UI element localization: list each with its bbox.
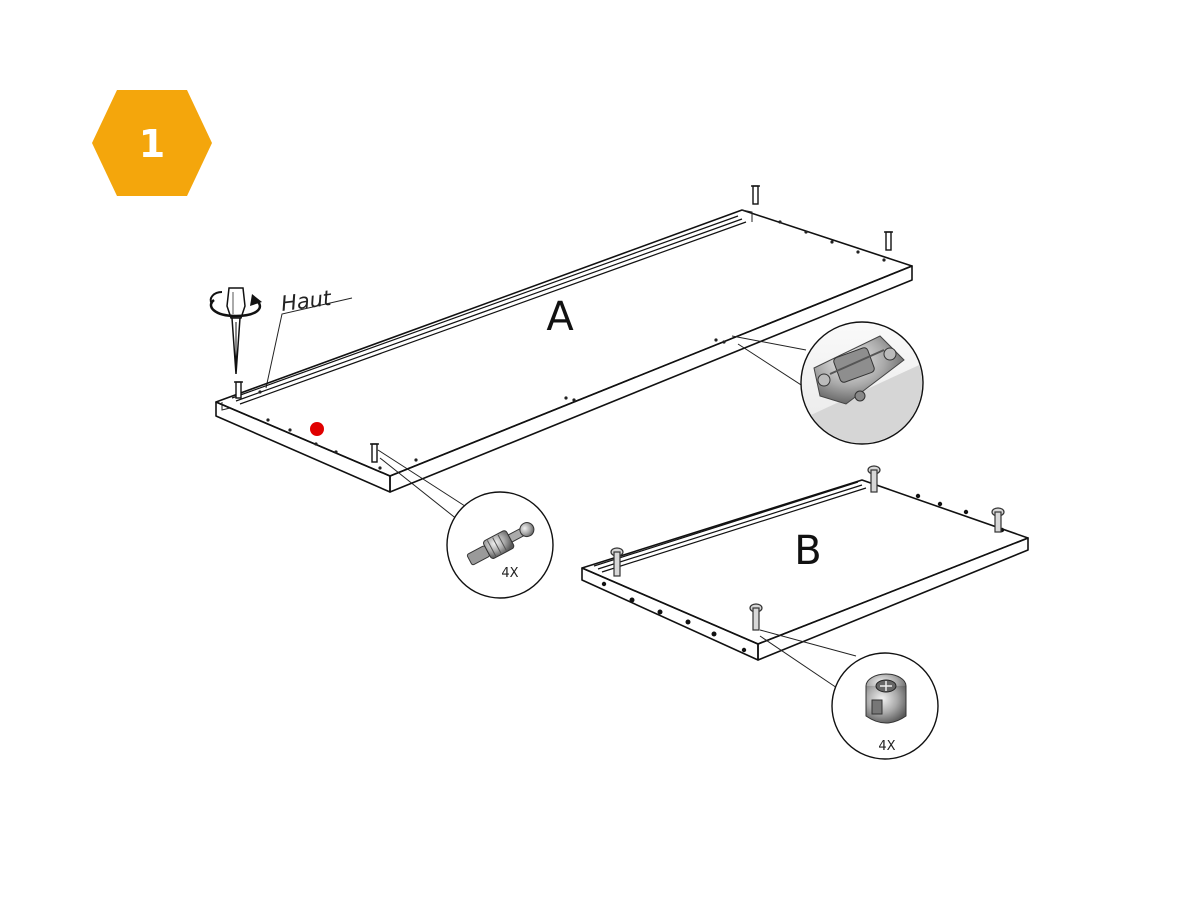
step-badge: 1 [92,90,212,196]
cam-dowel-quantity: 4X [501,566,518,581]
step-badge-hexagon [92,90,212,196]
cam-lock-callout: 4X [759,629,939,760]
cam-dowel-icon [466,522,535,566]
cam-lock-quantity: 4X [878,739,895,754]
rotate-arrow-icon [209,291,262,318]
red-marker-dot [310,422,324,436]
panel-a-label: A [546,294,574,340]
haut-label-group: Haut [265,286,353,389]
panel-a-holes [258,220,886,470]
panel-b-cam-lock [610,465,1005,631]
haut-label: Haut [280,286,334,316]
hinge-plate-icon [802,335,922,443]
step-number: 1 [139,122,165,166]
hinge-plate-callout [731,321,924,445]
panel-b-label: B [794,528,821,574]
panel-a: A [215,185,913,493]
cam-lock-icon [865,673,907,724]
panel-b: B [581,465,1029,661]
panel-a-screw [234,185,893,463]
cam-dowel-callout: 4X [377,449,554,599]
screwdriver-icon [226,287,246,375]
